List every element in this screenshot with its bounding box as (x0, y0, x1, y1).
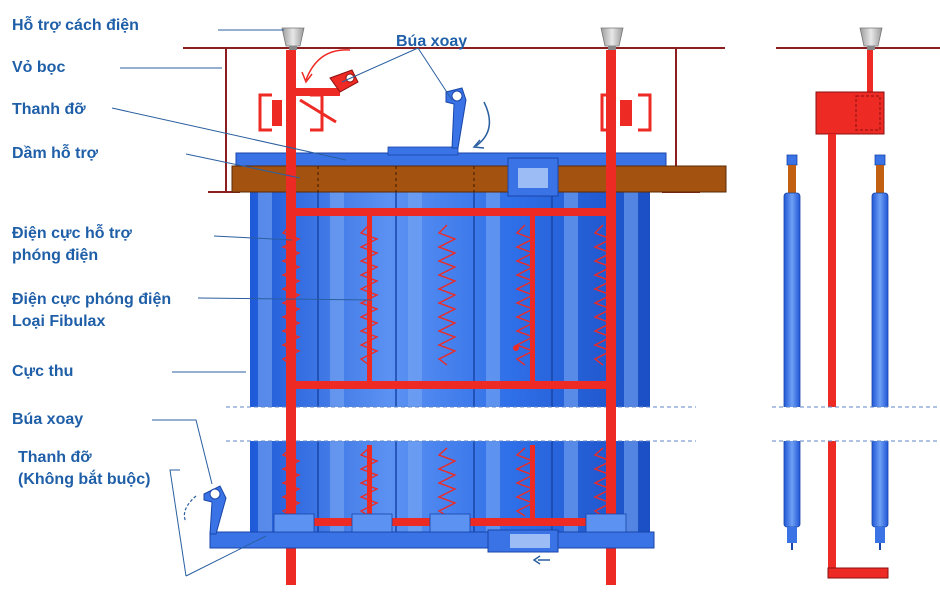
side-hanger-rod (867, 50, 873, 92)
side-collector-left (783, 154, 801, 550)
label-dien-cuc-ho-tro-line2: phóng điện (12, 247, 99, 264)
side-bracket (815, 91, 885, 135)
side-collector-right (871, 154, 889, 550)
leader-dien-cuc-ho-tro (213, 235, 293, 241)
leader-bua-xoay-bottom (152, 419, 213, 485)
label-dam-ho-tro: Dầm hỗ trợ (12, 145, 99, 162)
rotation-arrow-top-right (475, 101, 491, 147)
break-band (226, 407, 696, 441)
bracket-right (600, 93, 652, 132)
leader-bua-xoay-top-1 (341, 47, 419, 83)
rapping-hammer-top-left (286, 69, 359, 124)
label-thanh-do: Thanh đỡ (12, 101, 86, 118)
support-beam (231, 165, 727, 193)
rapping-hammer-top-right (445, 87, 467, 149)
rotation-arrow-bottom (183, 495, 197, 523)
spiral-electrodes (281, 224, 613, 517)
label-dien-cuc-phong-dien-line1: Điện cực phóng điện (12, 291, 172, 308)
label-dien-cuc-phong-dien-line2: Loại Fibulax (12, 313, 106, 330)
label-thanh-do-bottom-line2: (Không bắt buộc) (18, 471, 151, 488)
rapping-hammer-bottom (203, 485, 227, 535)
side-base-plate (827, 567, 889, 579)
label-bua-xoay-top: Búa xoay (396, 33, 468, 50)
side-insulator (859, 27, 883, 50)
label-ho-tro-cach-dien: Hỗ trợ cách điện (12, 17, 139, 34)
leader-bua-xoay-top-2 (417, 47, 453, 101)
label-bua-xoay-bottom: Búa xoay (12, 411, 84, 428)
leader-thanh-do (111, 107, 347, 161)
side-center-rod (828, 134, 836, 574)
collecting-plates (250, 192, 650, 536)
label-dien-cuc-ho-tro-line1: Điện cực hỗ trợ (12, 225, 132, 242)
insulator-right (600, 27, 624, 50)
insulator-left (281, 27, 305, 50)
side-break-band (772, 407, 940, 441)
leader-dien-cuc-phong-dien (197, 297, 373, 301)
rotation-arrow-top-left (305, 49, 351, 81)
label-cuc-thu: Cực thu (12, 363, 74, 380)
label-vo-boc: Vỏ bọc (12, 59, 66, 76)
leader-dam-ho-tro (185, 153, 301, 179)
bottom-support-bar (209, 531, 655, 549)
leader-thanh-do-bottom (185, 535, 267, 577)
label-thanh-do-bottom-line1: Thanh đỡ (18, 449, 92, 466)
